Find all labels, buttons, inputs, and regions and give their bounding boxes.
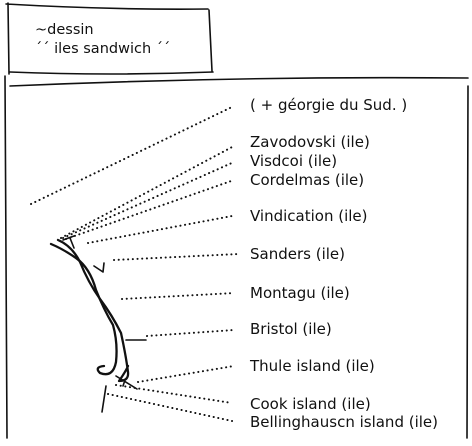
- leader-bellinghausen: [107, 393, 233, 422]
- label-cordelmas: Cordelmas (ile): [250, 171, 364, 189]
- label-visdcoi: Visdcoi (ile): [250, 152, 337, 170]
- leader-cordelmas: [65, 179, 235, 240]
- island-arc-outer: [49, 242, 118, 376]
- label-vindication: Vindication (ile): [250, 207, 368, 225]
- leader-sanders: [113, 253, 239, 261]
- island-arc-inner: [56, 238, 130, 383]
- label-bristol: Bristol (ile): [250, 320, 332, 338]
- label-thule: Thule island (ile): [249, 357, 375, 375]
- label-zavodovski: Zavodovski (ile): [250, 133, 370, 151]
- title-box-frame: [5, 2, 214, 75]
- leader-georgie: [30, 105, 235, 205]
- leader-bristol: [146, 329, 235, 337]
- label-sanders: Sanders (ile): [250, 245, 345, 263]
- leader-cook: [115, 384, 233, 404]
- island-spur-thule: [115, 375, 138, 390]
- island-stem: [101, 385, 107, 413]
- leader-thule: [137, 365, 235, 383]
- leader-zavodovski: [60, 145, 235, 239]
- label-georgie: ( + géorgie du Sud. ): [250, 96, 407, 114]
- label-cook: Cook island (ile): [250, 395, 371, 413]
- leader-visdcoi: [62, 161, 235, 239]
- label-montagu: Montagu (ile): [250, 284, 350, 302]
- main-box-frame: [4, 75, 469, 439]
- label-bellinghausen: Bellinghauscn island (ile): [250, 413, 438, 431]
- title-line-1: ~dessin: [35, 22, 94, 38]
- leader-vindication: [87, 215, 233, 244]
- island-spur-top: [62, 235, 105, 273]
- title-line-2: ´´ iles sandwich ´´: [35, 41, 170, 57]
- leader-montagu: [121, 292, 235, 300]
